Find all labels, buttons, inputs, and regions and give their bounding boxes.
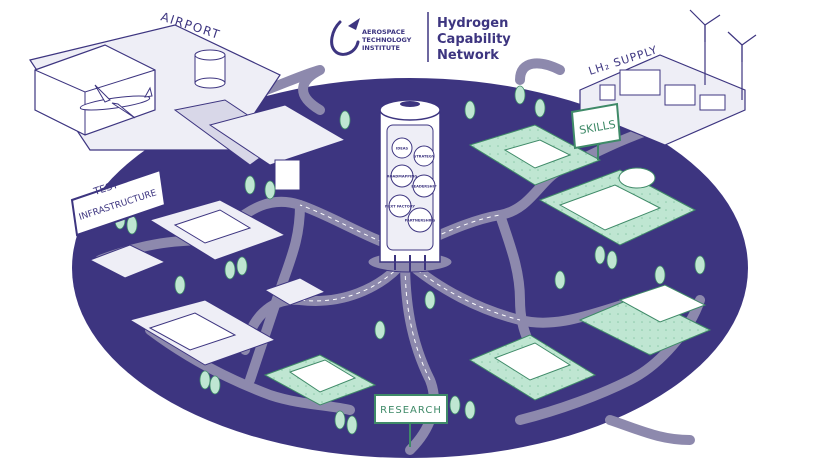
ati-logo: AEROSPACE TECHNOLOGY INSTITUTE bbox=[330, 18, 412, 56]
trees bbox=[114, 85, 706, 435]
hangar-building bbox=[34, 44, 156, 136]
bubble-roadmapping bbox=[390, 164, 414, 188]
bubble-label: PARTNERSHIPS bbox=[405, 219, 436, 223]
bubble-label: STRATEGY bbox=[414, 155, 435, 159]
bubble-next-factory bbox=[388, 194, 412, 218]
skills-sign: SKILLS bbox=[570, 102, 622, 160]
bubble-label: NEXT FACTORY bbox=[385, 205, 415, 209]
org-name-line2: TECHNOLOGY bbox=[362, 36, 412, 44]
bubble-label: IDEAS bbox=[396, 147, 409, 151]
org-name-line3: INSTITUTE bbox=[362, 44, 400, 52]
ati-logo-icon bbox=[330, 20, 360, 56]
research-label: RESEARCH bbox=[380, 405, 442, 416]
central-tower bbox=[367, 99, 453, 273]
skills-label: SKILLS bbox=[578, 118, 616, 137]
bubble-label: LEADERSHIP bbox=[411, 185, 437, 189]
org-name-line1: AEROSPACE bbox=[362, 28, 405, 36]
network-title-line3: Network bbox=[437, 48, 499, 63]
network-title-line2: Capability bbox=[437, 32, 511, 47]
bubble-partnerships bbox=[407, 207, 433, 233]
bubble-leadership bbox=[412, 174, 436, 198]
skills-campus bbox=[468, 124, 712, 356]
research-campus bbox=[263, 334, 597, 406]
network-title-line1: Hydrogen bbox=[437, 16, 508, 31]
bubble-label: ROADMAPPING bbox=[387, 175, 417, 179]
tower-bubbles bbox=[388, 137, 436, 233]
research-sign: RESEARCH bbox=[374, 394, 448, 447]
airplane-icon bbox=[79, 84, 153, 119]
bubble-strategy bbox=[413, 145, 435, 167]
bubble-ideas bbox=[391, 137, 413, 159]
lh2-plant-buildings bbox=[599, 69, 726, 111]
test-infrastructure-blocks bbox=[88, 104, 347, 366]
wind-turbine-icon bbox=[689, 9, 757, 100]
airport-tank bbox=[194, 49, 226, 89]
network-title: Hydrogen Capability Network bbox=[437, 16, 511, 63]
